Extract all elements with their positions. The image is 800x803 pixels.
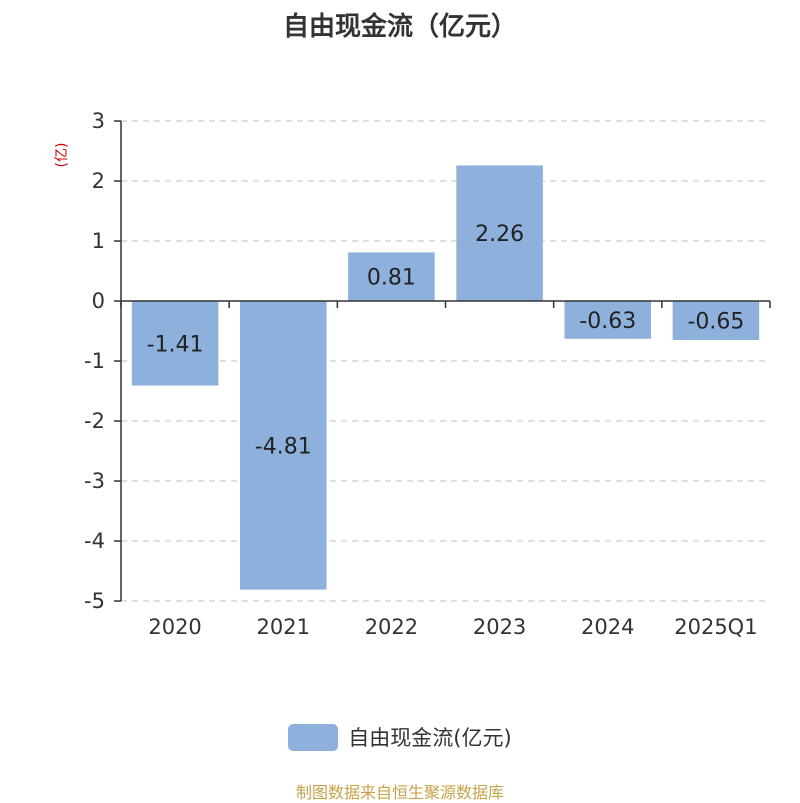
x-tick-label: 2024 — [581, 615, 634, 639]
x-tick-label: 2021 — [257, 615, 310, 639]
data-label: -0.65 — [687, 310, 744, 335]
bar — [672, 301, 760, 340]
data-label: -0.63 — [579, 309, 636, 334]
source-note: 制图数据来自恒生聚源数据库 — [295, 783, 504, 802]
bar — [348, 252, 435, 301]
data-label: -1.41 — [147, 332, 204, 357]
bar — [456, 165, 543, 301]
x-tick-label: 2023 — [473, 615, 526, 639]
y-tick-label: 0 — [92, 289, 105, 313]
legend[interactable]: 自由现金流(亿元) — [0, 722, 800, 752]
y-tick-label: 2 — [92, 169, 105, 193]
chart-title: 自由现金流（亿元） — [282, 12, 517, 42]
x-tick-label: 2020 — [148, 615, 201, 639]
data-label: -4.81 — [255, 434, 312, 459]
y-tick-label: -1 — [84, 349, 105, 373]
y-tick-label: 3 — [92, 109, 105, 133]
legend-swatch — [288, 723, 339, 751]
y-tick-label: -4 — [84, 529, 105, 553]
y-tick-label: -5 — [84, 589, 105, 613]
y-tick-label: -2 — [84, 409, 105, 433]
bar — [239, 301, 327, 590]
data-label: 0.81 — [367, 266, 416, 291]
x-tick-label: 2025Q1 — [674, 615, 757, 639]
legend-label: 自由现金流(亿元) — [348, 726, 512, 750]
y-tick-label: 1 — [92, 229, 105, 253]
y-tick-label: -3 — [84, 469, 105, 493]
x-tick-label: 2022 — [365, 615, 418, 639]
y-axis-unit-label: (亿) — [54, 143, 70, 168]
data-label: 2.26 — [475, 222, 524, 247]
bar — [131, 301, 219, 386]
bar — [564, 301, 652, 339]
